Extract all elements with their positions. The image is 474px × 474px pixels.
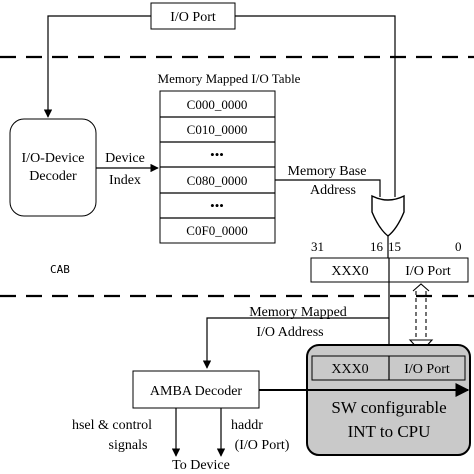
register-low: I/O Port xyxy=(405,264,451,279)
mm-address-line1: Memory Mapped xyxy=(249,305,347,320)
to-device-label: To Device xyxy=(172,458,230,473)
io-table: C000_0000 C010_0000 ••• C080_0000 ••• C0… xyxy=(159,90,276,244)
device-index-line2: Index xyxy=(109,173,141,188)
table-row: C080_0000 xyxy=(187,173,248,188)
table-row: C000_0000 xyxy=(187,97,248,112)
sw-register-high: XXX0 xyxy=(331,362,368,377)
memory-base-line2: Address xyxy=(310,183,356,198)
bit-15-label: 15 xyxy=(388,239,401,254)
table-row: ••• xyxy=(210,198,224,213)
amba-decoder xyxy=(132,370,260,409)
table-title: Memory Mapped I/O Table xyxy=(158,71,301,86)
or-gate xyxy=(371,194,405,237)
amba-decoder-label: AMBA Decoder xyxy=(150,384,242,399)
mm-address-line2: I/O Address xyxy=(256,325,323,340)
table-row: ••• xyxy=(210,147,224,162)
memory-base-line xyxy=(275,179,381,197)
bit-16-label: 16 xyxy=(370,239,384,254)
io-port-to-decoder-line xyxy=(43,15,151,118)
device-index-line1: Device xyxy=(105,151,145,166)
hsel-line1: hsel & control xyxy=(72,418,152,433)
bit-0-label: 0 xyxy=(455,239,462,254)
table-row: C010_0000 xyxy=(187,122,248,137)
register-high: XXX0 xyxy=(331,264,368,279)
io-device-decoder xyxy=(9,118,97,217)
io-port-label: I/O Port xyxy=(170,10,216,25)
sw-line1: SW configurable xyxy=(331,398,446,417)
dashed-double-arrow xyxy=(408,283,434,353)
io-port-to-or-line xyxy=(235,15,396,197)
haddr-line2: (I/O Port) xyxy=(235,438,290,453)
sw-register-low: I/O Port xyxy=(404,362,450,377)
haddr-line1: haddr xyxy=(231,418,263,433)
memory-base-line1: Memory Base xyxy=(288,164,367,179)
decoder-label-line1: I/O-Device xyxy=(22,151,85,166)
hsel-line2: signals xyxy=(109,438,148,453)
mm-address-line xyxy=(202,317,389,369)
decoder-label-line2: Decoder xyxy=(29,169,77,184)
table-row: C0F0_0000 xyxy=(186,223,247,238)
cab-label: CAB xyxy=(50,263,70,276)
bit-31-label: 31 xyxy=(311,239,324,254)
sw-line2: INT to CPU xyxy=(348,422,431,441)
